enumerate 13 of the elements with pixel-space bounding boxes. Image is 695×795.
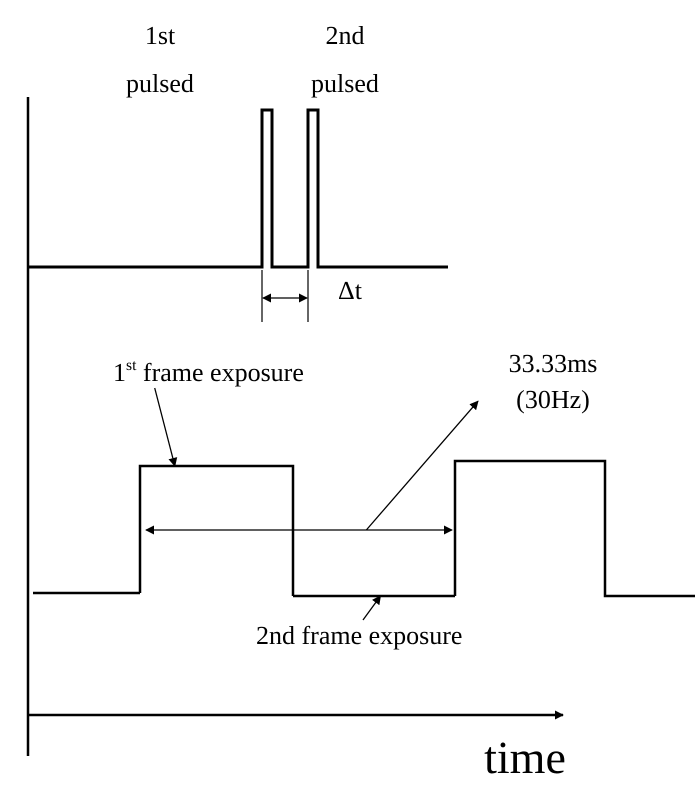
pulse-label: 1st pulsed [125,20,195,100]
leader-line [366,400,479,530]
callout-text: 2nd frame exposure [256,620,546,652]
leader-line [362,595,381,620]
callout-text: 1$^{st}$ frame exposure [113,357,403,388]
dimension-line [145,526,453,534]
pulse-label: 2nd pulsed [310,20,380,100]
waveform-low-level [293,594,455,598]
axis-label: time [483,731,567,785]
callout-text: 33.33ms (30Hz) [478,346,628,419]
leader-line [154,388,178,467]
dimension-label: Δt [337,275,363,306]
exposure-pulse [138,464,294,596]
